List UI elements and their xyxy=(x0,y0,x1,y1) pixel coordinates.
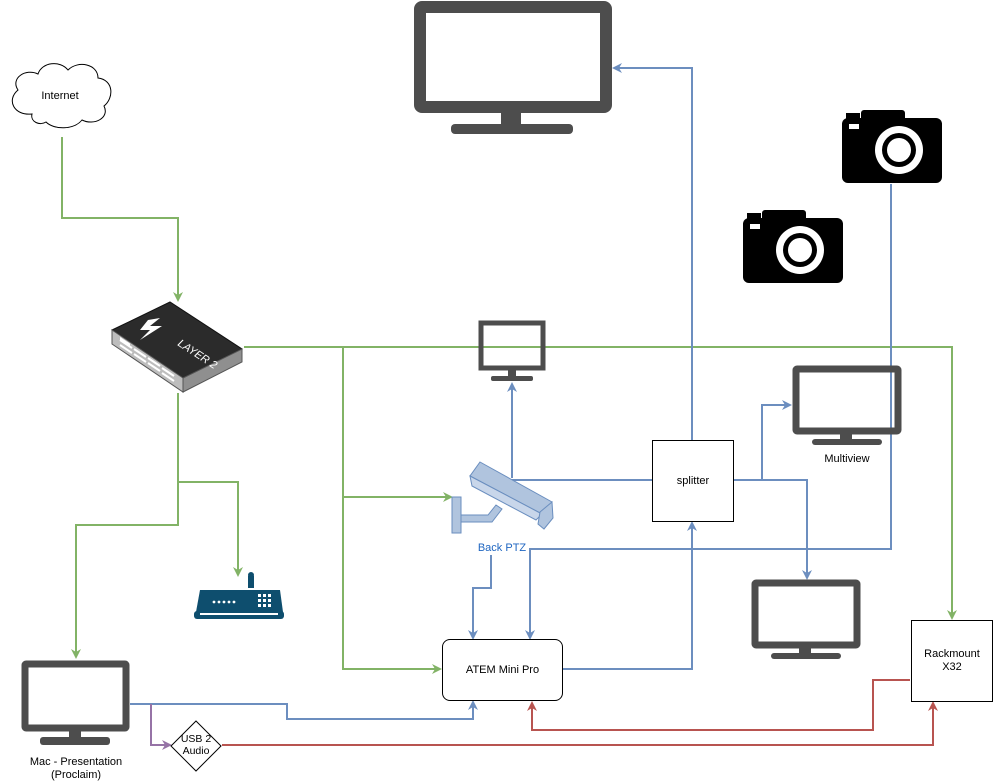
atem-node: ATEM Mini Pro xyxy=(442,639,563,701)
edge-mac-to-usb-audio xyxy=(150,704,172,750)
atem-label: ATEM Mini Pro xyxy=(465,663,540,676)
edge-splitter-to-tv xyxy=(612,63,693,440)
edge-splitter-to-multiview xyxy=(734,400,792,481)
usb-audio-label: USB 2 Audio xyxy=(180,733,212,757)
edge-switch-to-mac xyxy=(71,482,179,659)
edge-switch-to-controller xyxy=(177,393,243,577)
edge-mac-to-atem xyxy=(130,700,478,720)
tv-large-icon xyxy=(414,1,612,134)
camera-icon-top xyxy=(842,110,942,183)
edge-ptz-to-atem xyxy=(468,555,492,640)
cloud-icon xyxy=(11,63,112,129)
monitor-small-icon xyxy=(478,320,546,381)
back-ptz-label: Back PTZ xyxy=(477,542,527,554)
splitter-label: splitter xyxy=(676,474,710,487)
mac-monitor-icon xyxy=(21,660,130,745)
multiview-label: Multiview xyxy=(824,453,870,465)
network-switch-icon xyxy=(111,301,244,393)
monitor-multiview-icon xyxy=(792,365,902,445)
splitter-node: splitter xyxy=(652,440,734,522)
mac-label: Mac - Presentation (Proclaim) xyxy=(29,756,123,781)
rackmount-label: Rackmount X32 xyxy=(924,648,980,673)
camera-icon-middle xyxy=(743,210,843,283)
ptz-controller-icon xyxy=(194,572,284,619)
edge-switch-to-rackmount xyxy=(244,346,957,620)
rackmount-node: Rackmount X32 xyxy=(911,620,993,702)
edge-usb-audio-to-rackmount xyxy=(222,701,938,746)
edge-splitter-to-bottom-monitor xyxy=(734,479,812,580)
edge-rackmount-to-atem xyxy=(527,679,910,731)
edge-internet-to-switch xyxy=(61,137,183,302)
internet-label: Internet xyxy=(41,90,79,102)
ptz-camera-icon xyxy=(451,461,554,534)
monitor-bottom-right-icon xyxy=(751,579,861,659)
edge-switch-to-atem xyxy=(342,347,442,674)
edge-atem-to-splitter xyxy=(563,521,697,670)
usb-audio-node xyxy=(170,720,222,772)
